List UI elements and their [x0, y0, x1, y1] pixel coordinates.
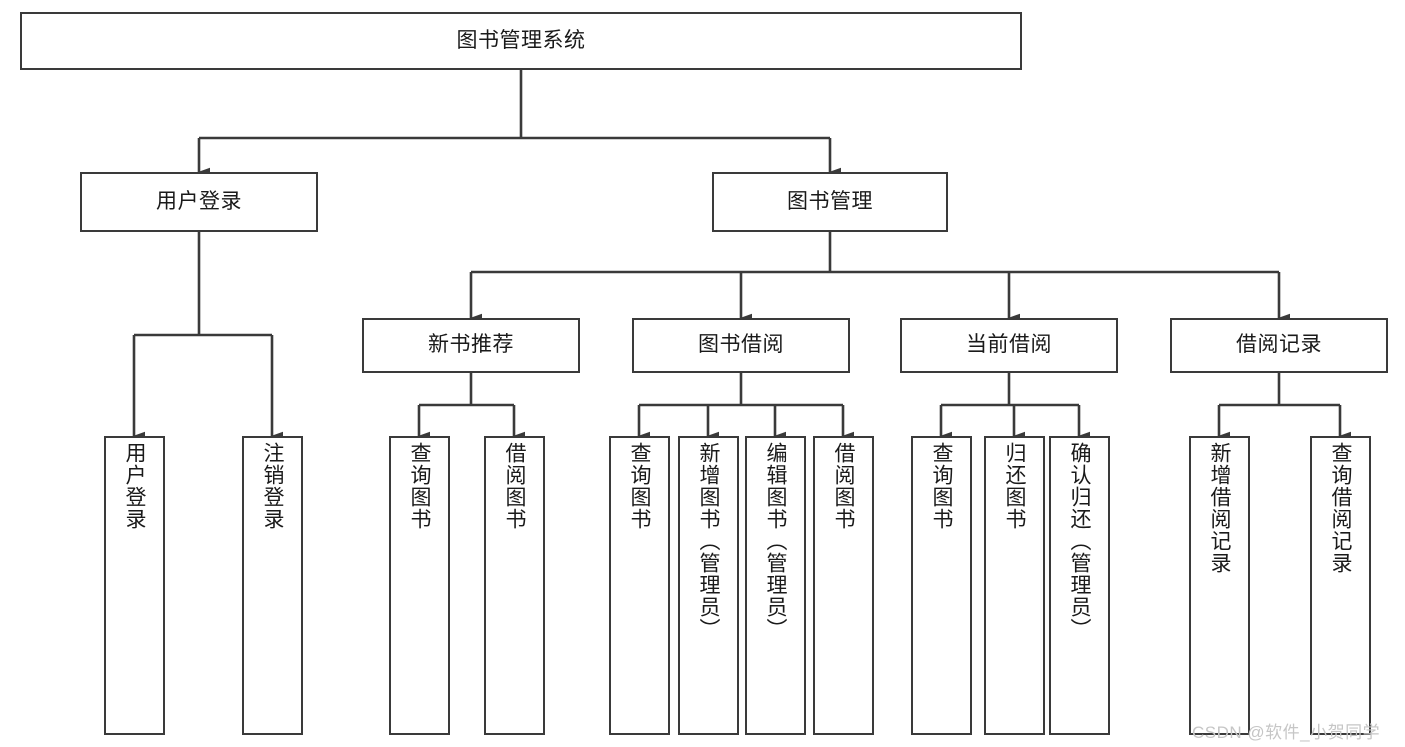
node-label: 图书管理系统: [456, 28, 586, 52]
node-label: 查询图书: [408, 442, 431, 530]
node-book-borrow: 图书借阅: [632, 318, 850, 373]
node-label: 图书管理: [787, 189, 873, 213]
node-new-book-recommend: 新书推荐: [362, 318, 580, 373]
node-label: 查询图书: [628, 442, 651, 530]
node-label: 借阅记录: [1236, 333, 1322, 357]
node-borrow-record: 借阅记录: [1170, 318, 1388, 373]
node-label: 借阅图书: [503, 442, 526, 530]
node-label: 查询借阅记录: [1329, 442, 1352, 574]
node-leaf-confirm-return: 确认归还（管理员）: [1049, 436, 1110, 735]
node-user-login: 用户登录: [80, 172, 318, 232]
node-leaf-user-login: 用户登录: [104, 436, 165, 735]
node-leaf-edit-book: 编辑图书（管理员）: [745, 436, 806, 735]
node-leaf-add-record: 新增借阅记录: [1189, 436, 1250, 735]
node-label: 查询图书: [930, 442, 953, 530]
node-leaf-borrow-book-1: 借阅图书: [484, 436, 545, 735]
node-label: 当前借阅: [966, 333, 1052, 357]
node-leaf-add-book: 新增图书（管理员）: [678, 436, 739, 735]
node-leaf-logout: 注销登录: [242, 436, 303, 735]
node-leaf-query-record: 查询借阅记录: [1310, 436, 1371, 735]
node-current-borrow: 当前借阅: [900, 318, 1118, 373]
node-label: 新书推荐: [428, 333, 514, 357]
node-label: 图书借阅: [698, 333, 784, 357]
node-label: 用户登录: [156, 189, 242, 213]
csdn-watermark: CSDN @软件_小贺同学: [1192, 723, 1381, 742]
node-label: 确认归还（管理员）: [1068, 442, 1091, 640]
node-label: 注销登录: [261, 442, 284, 530]
node-label: 借阅图书: [832, 442, 855, 530]
node-leaf-borrow-book-2: 借阅图书: [813, 436, 874, 735]
node-leaf-query-book-2: 查询图书: [609, 436, 670, 735]
node-book-manage: 图书管理: [712, 172, 948, 232]
node-label: 编辑图书（管理员）: [764, 442, 787, 640]
node-label: 归还图书: [1003, 442, 1026, 530]
node-label: 新增图书（管理员）: [697, 442, 720, 640]
node-label: 用户登录: [123, 442, 146, 530]
node-leaf-query-book-1: 查询图书: [389, 436, 450, 735]
node-leaf-return-book: 归还图书: [984, 436, 1045, 735]
root-node: 图书管理系统: [20, 12, 1022, 70]
node-leaf-query-book-3: 查询图书: [911, 436, 972, 735]
node-label: 新增借阅记录: [1208, 442, 1231, 574]
